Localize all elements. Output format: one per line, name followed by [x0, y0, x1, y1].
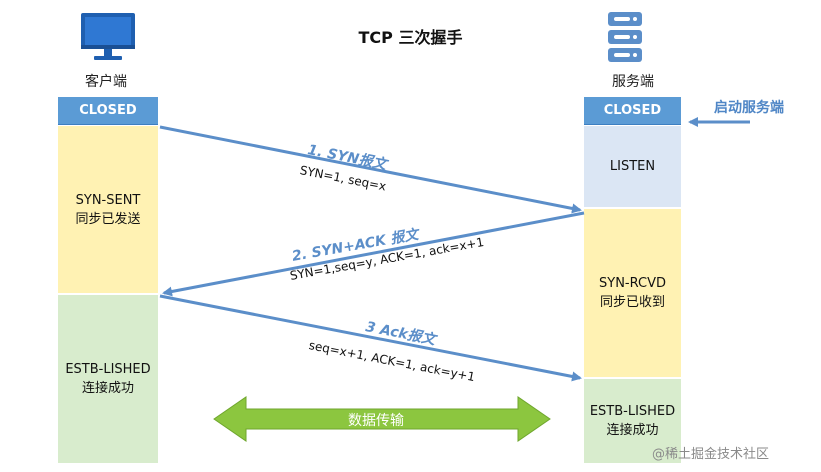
start-server-label: 启动服务端: [714, 100, 784, 116]
server-estab-en: ESTB-LISHED: [589, 404, 676, 419]
data-transfer-label: 数据传输: [348, 413, 404, 429]
watermark: @稀土掘金技术社区: [652, 447, 770, 462]
client-estab-en: ESTB-LISHED: [65, 362, 151, 377]
client-syn-sent-zh: 同步已发送: [75, 211, 141, 227]
syn-arrow: [159, 125, 582, 214]
server-state-closed: CLOSED: [584, 97, 681, 125]
server-state-syn-rcvd: SYN-RCVD 同步已收到: [584, 209, 681, 377]
ack-arrow: [159, 294, 582, 382]
server-label: 服务端: [612, 74, 654, 90]
server-syn-rcvd-en: SYN-RCVD: [599, 276, 666, 291]
server-estab-zh: 连接成功: [606, 423, 659, 438]
diagram-title: TCP 三次握手: [358, 28, 463, 47]
server-state-established: ESTB-LISHED 连接成功: [584, 379, 681, 463]
client-state-closed: CLOSED: [58, 97, 158, 125]
client-syn-sent-en: SYN-SENT: [75, 192, 141, 208]
syn-ack-arrow: [162, 211, 585, 297]
monitor-icon: [81, 13, 135, 60]
client-label: 客户端: [85, 74, 127, 90]
server-syn-rcvd-zh: 同步已收到: [599, 295, 665, 310]
client-state-established: ESTB-LISHED 连接成功: [58, 295, 158, 463]
server-state-listen: LISTEN: [584, 126, 681, 207]
server-icon: [608, 12, 642, 62]
data-transfer-arrow: [213, 396, 551, 442]
client-estab-zh: 连接成功: [81, 381, 134, 396]
client-state-syn-sent: SYN-SENT 同步已发送: [58, 126, 158, 293]
